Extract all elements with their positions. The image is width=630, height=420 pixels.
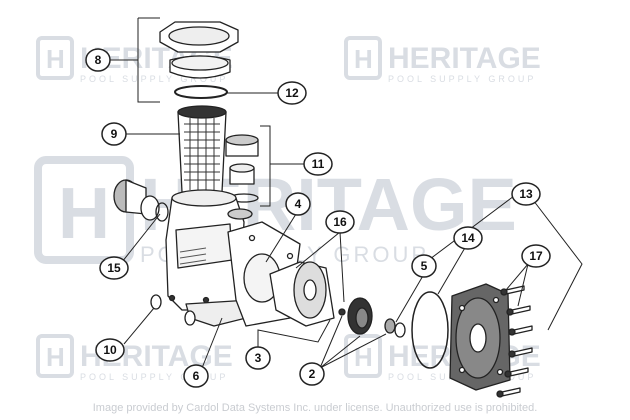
copyright-footer: Image provided by Cardol Data Systems In…	[92, 402, 538, 414]
svg-text:H: H	[354, 44, 373, 74]
housing-gasket-part	[411, 291, 449, 369]
svg-text:2: 2	[309, 367, 316, 381]
svg-text:H: H	[46, 44, 65, 74]
svg-text:4: 4	[295, 197, 302, 211]
watermark-top-right: H HERITAGE POOL SUPPLY GROUP	[344, 36, 541, 84]
strainer-basket-part	[177, 105, 227, 193]
callouts: 8 12 9 11 4 16 13 14	[85, 48, 551, 388]
callout-6: 6	[183, 364, 209, 388]
diffuser-part	[269, 261, 335, 327]
svg-text:POOL SUPPLY GROUP: POOL SUPPLY GROUP	[80, 74, 228, 84]
svg-text:H: H	[58, 174, 110, 254]
drain-plugs-part	[150, 294, 210, 326]
svg-text:12: 12	[285, 86, 299, 100]
inlet-union-part	[113, 179, 169, 222]
svg-text:POOL SUPPLY GROUP: POOL SUPPLY GROUP	[388, 74, 536, 84]
svg-text:HERITAGE: HERITAGE	[388, 42, 541, 75]
svg-text:5: 5	[421, 259, 428, 273]
lid-ring-part	[159, 21, 239, 79]
motor-end-housing-part	[449, 283, 511, 391]
callout-15: 15	[99, 256, 129, 280]
svg-text:10: 10	[103, 343, 117, 357]
callout-14: 14	[453, 226, 483, 250]
callout-17: 17	[521, 244, 551, 268]
callout-3: 3	[245, 346, 271, 370]
svg-text:11: 11	[312, 157, 325, 171]
svg-text:3: 3	[255, 351, 262, 365]
svg-text:8: 8	[95, 53, 102, 67]
svg-text:6: 6	[193, 369, 200, 383]
callout-12: 12	[277, 81, 307, 105]
impeller-part	[338, 297, 373, 335]
svg-text:H: H	[46, 342, 65, 372]
union-fitting-part	[225, 134, 259, 203]
pump-housing-part	[165, 189, 253, 311]
svg-text:9: 9	[111, 127, 118, 141]
callout-4: 4	[285, 192, 311, 216]
callout-2: 2	[299, 362, 325, 386]
svg-text:H: H	[354, 342, 373, 372]
callout-10: 10	[95, 338, 125, 362]
callout-16: 16	[325, 210, 355, 234]
svg-text:17: 17	[529, 249, 543, 263]
svg-text:15: 15	[107, 261, 121, 275]
svg-text:14: 14	[461, 231, 475, 245]
callout-11: 11	[303, 152, 333, 176]
leader-lines	[110, 17, 583, 369]
svg-text:16: 16	[333, 215, 347, 229]
svg-text:POOL SUPPLY GROUP: POOL SUPPLY GROUP	[80, 372, 228, 382]
svg-text:13: 13	[519, 187, 533, 201]
callout-5: 5	[411, 254, 437, 278]
lid-o-ring-part	[174, 85, 228, 99]
bolts-part	[496, 285, 533, 398]
callout-9: 9	[101, 122, 127, 146]
callout-8: 8	[85, 48, 111, 72]
shaft-seal-part	[384, 318, 406, 338]
callout-13: 13	[511, 182, 541, 206]
